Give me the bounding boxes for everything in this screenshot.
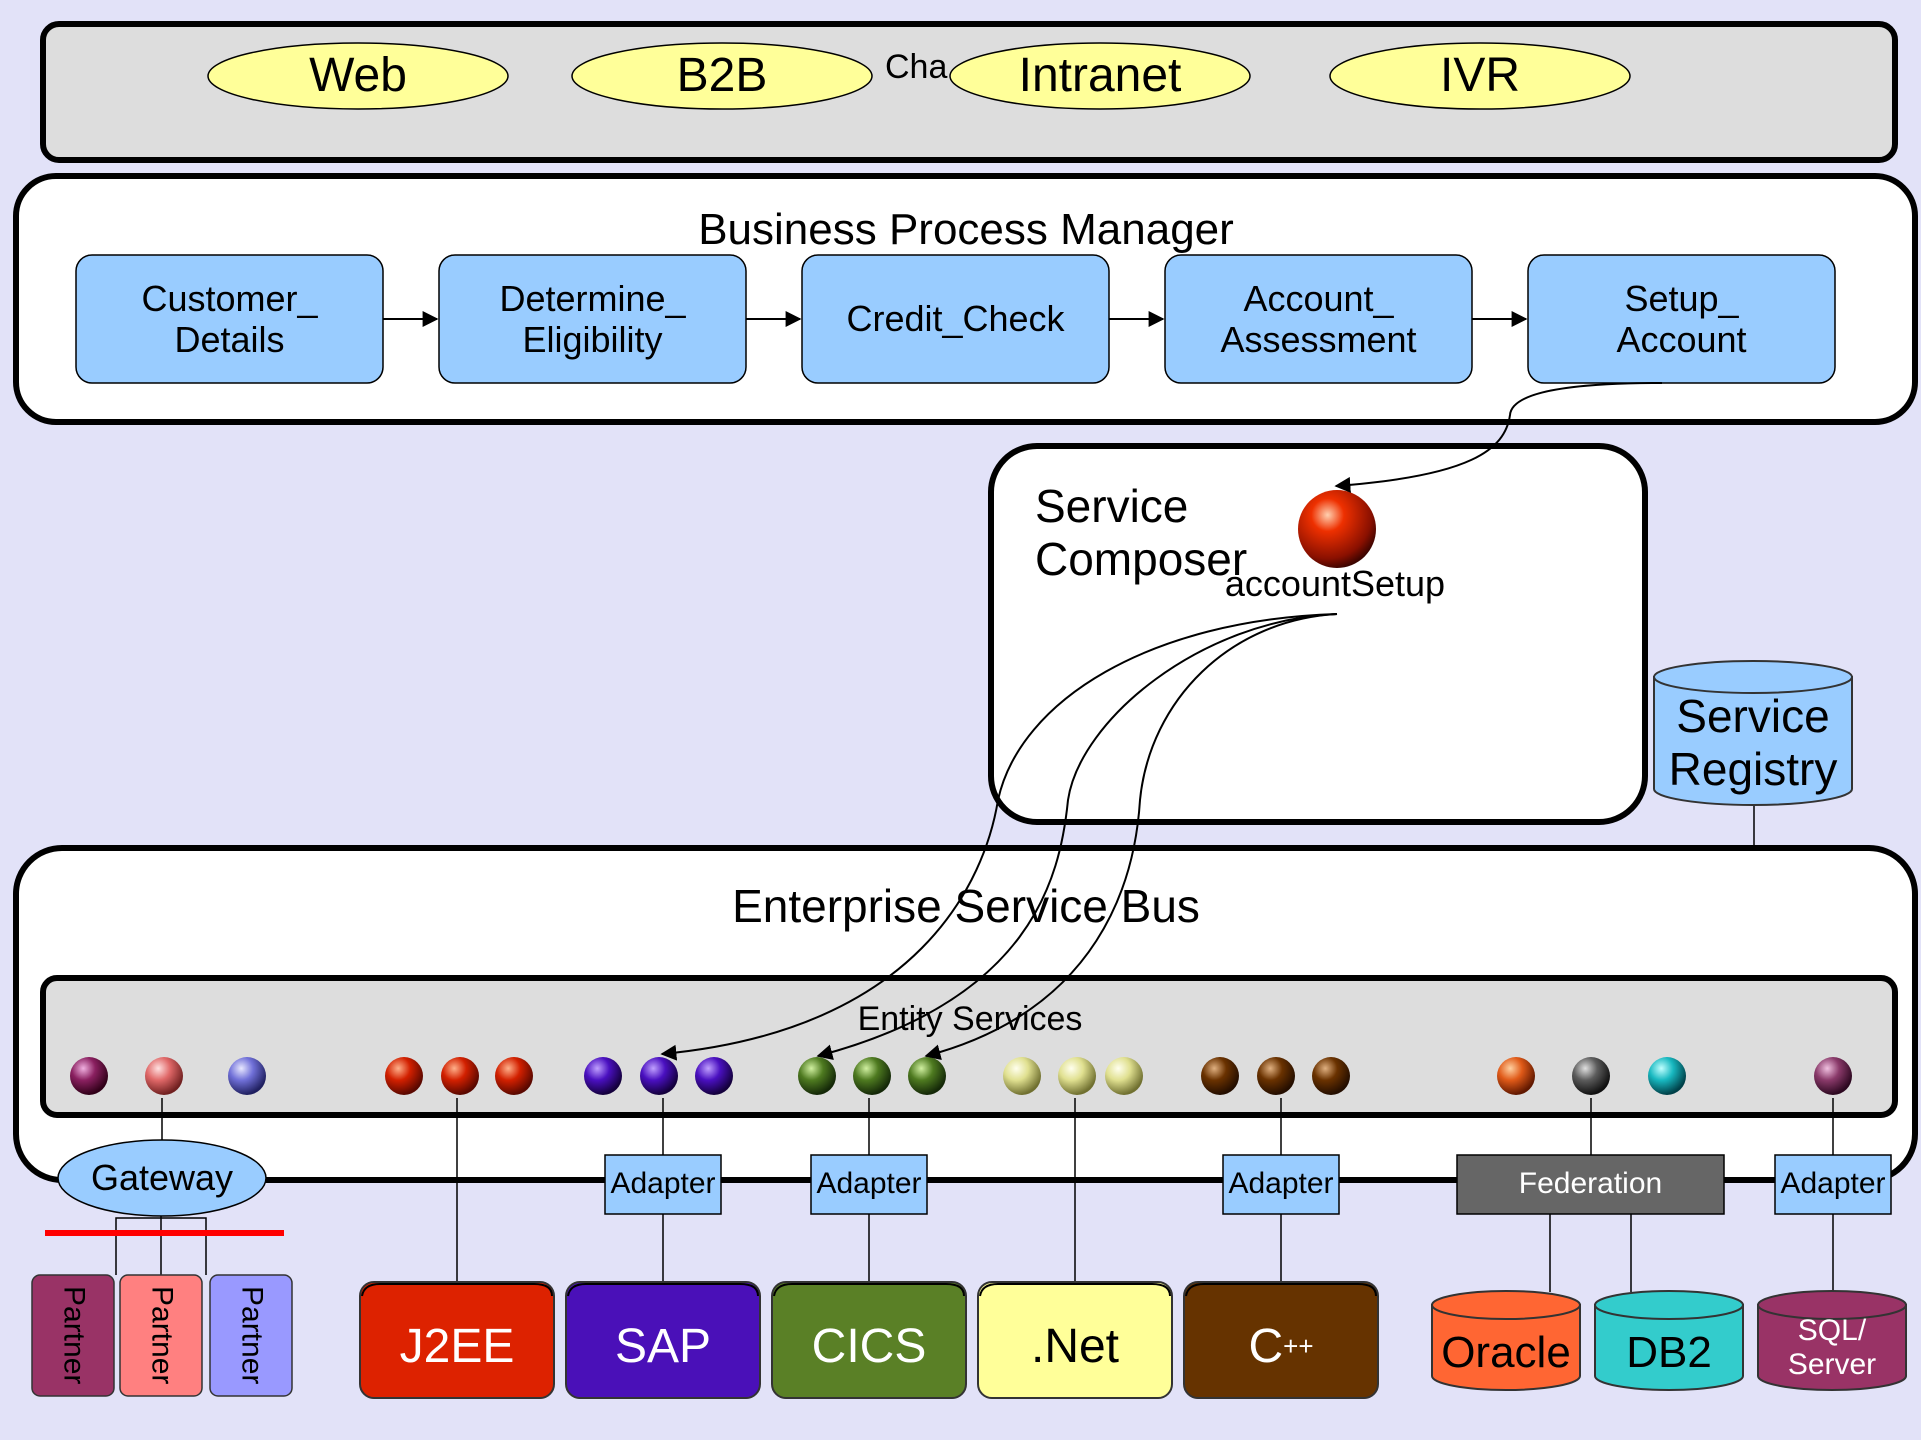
entity-sphere[interactable] (798, 1057, 836, 1095)
channel-oval-web[interactable] (207, 42, 509, 110)
cpp-letter: C (1248, 1320, 1284, 1374)
entity-sphere[interactable] (853, 1057, 891, 1095)
adapter-label-sap: Adapter (610, 1167, 716, 1201)
db-oracle[interactable] (1431, 1290, 1581, 1391)
entity-sphere[interactable] (1257, 1057, 1295, 1095)
db-db2[interactable] (1594, 1290, 1744, 1391)
esb-title: Enterprise Service Bus (732, 879, 1200, 932)
db-label-db2: DB2 (1626, 1327, 1712, 1377)
account-setup-sphere[interactable] (1298, 490, 1376, 568)
entity-sphere[interactable] (1201, 1057, 1239, 1095)
backend-label-dotnet: .Net (1030, 1320, 1120, 1374)
service-composer-panel (988, 443, 1648, 825)
partner-box-3[interactable] (209, 1274, 293, 1397)
bpm-step-boxes (75, 254, 1836, 384)
step-label-setup-account: Setup_ Account (1616, 277, 1747, 360)
step-label-customer-details: Customer_ Details (141, 277, 318, 360)
step-label-credit-check: Credit_Check (846, 298, 1065, 340)
entity-sphere[interactable] (1003, 1057, 1041, 1095)
folder-j2ee[interactable] (359, 1281, 555, 1399)
service-composer-title: Service Composer (1035, 480, 1248, 585)
backend-folders (359, 1281, 1379, 1399)
step-box-setup-account[interactable] (1527, 254, 1836, 384)
adapter-cics[interactable] (810, 1154, 928, 1215)
cpp-superscript: ++ (1283, 1331, 1314, 1362)
entity-sphere[interactable] (1105, 1057, 1143, 1095)
folder-sap[interactable] (565, 1281, 761, 1399)
partner-box-1[interactable] (31, 1274, 115, 1397)
entity-sphere[interactable] (1648, 1057, 1686, 1095)
bpm-title: Business Process Manager (698, 204, 1234, 254)
entity-sphere[interactable] (385, 1057, 423, 1095)
db-label-sqlserver: SQL/ Server (1787, 1313, 1877, 1382)
channel-label-b2b[interactable]: B2B (676, 49, 768, 103)
folder-cics[interactable] (771, 1281, 967, 1399)
channel-label-ivr[interactable]: IVR (1439, 49, 1520, 103)
step-label-account-assessment: Account_ Assessment (1220, 277, 1417, 360)
partner-label-1: Partner (57, 1286, 91, 1385)
federation-box[interactable] (1456, 1154, 1725, 1215)
adapter-label-cpp: Adapter (1228, 1167, 1334, 1201)
partner-box-2[interactable] (119, 1274, 203, 1397)
entity-sphere[interactable] (1497, 1057, 1535, 1095)
backend-label-cpp: C++ (1184, 1296, 1378, 1398)
federation-label: Federation (1518, 1167, 1663, 1201)
entity-sphere[interactable] (441, 1057, 479, 1095)
entity-sphere[interactable] (1312, 1057, 1350, 1095)
channels-label: Cha (885, 48, 948, 87)
db-label-oracle: Oracle (1441, 1327, 1571, 1377)
entity-sphere[interactable] (70, 1057, 108, 1095)
folder-dotnet[interactable] (977, 1281, 1173, 1399)
adapter-cpp[interactable] (1222, 1154, 1340, 1215)
partner-boxes (31, 1274, 293, 1397)
entity-sphere[interactable] (695, 1057, 733, 1095)
partner-label-3: Partner (235, 1286, 269, 1385)
folder-cpp[interactable] (1183, 1281, 1379, 1399)
entity-sphere[interactable] (584, 1057, 622, 1095)
db-sqlserver[interactable] (1757, 1290, 1907, 1391)
db-cylinders (1431, 660, 1907, 1391)
entity-spheres (70, 1057, 1852, 1095)
entity-sphere[interactable] (1058, 1057, 1096, 1095)
entity-sphere[interactable] (1814, 1057, 1852, 1095)
backend-label-j2ee: J2EE (399, 1320, 515, 1374)
gateway-label: Gateway (90, 1157, 234, 1199)
invocation-arrows (660, 382, 1663, 1061)
entity-sphere[interactable] (228, 1057, 266, 1095)
backend-label-sap: SAP (614, 1320, 712, 1374)
adapter-label-cics: Adapter (816, 1167, 922, 1201)
entity-sphere[interactable] (145, 1057, 183, 1095)
db-service-registry[interactable] (1653, 660, 1853, 806)
entity-sphere[interactable] (1572, 1057, 1610, 1095)
adapter-sqlserver[interactable] (1774, 1154, 1892, 1215)
step-label-determine-eligibility: Determine_ Eligibility (499, 277, 686, 360)
account-setup-label: accountSetup (1224, 563, 1446, 605)
backend-label-cics: CICS (811, 1320, 927, 1374)
entity-sphere[interactable] (908, 1057, 946, 1095)
channel-ovals (207, 42, 1631, 110)
partner-label-2: Partner (145, 1286, 179, 1385)
entity-sphere[interactable] (640, 1057, 678, 1095)
channel-oval-intranet[interactable] (949, 42, 1251, 110)
adapter-boxes (604, 1154, 1892, 1215)
channel-label-web[interactable]: Web (309, 49, 407, 103)
channel-oval-b2b[interactable] (571, 42, 873, 110)
channel-oval-ivr[interactable] (1329, 42, 1631, 110)
adapter-label-sqlserver: Adapter (1780, 1167, 1886, 1201)
channel-label-intranet[interactable]: Intranet (1018, 49, 1182, 103)
service-registry-label: Service Registry (1668, 690, 1838, 795)
entity-services-label: Entity Services (857, 1000, 1083, 1039)
gateway-oval[interactable] (57, 1139, 267, 1217)
adapter-sap[interactable] (604, 1154, 722, 1215)
entity-sphere[interactable] (495, 1057, 533, 1095)
